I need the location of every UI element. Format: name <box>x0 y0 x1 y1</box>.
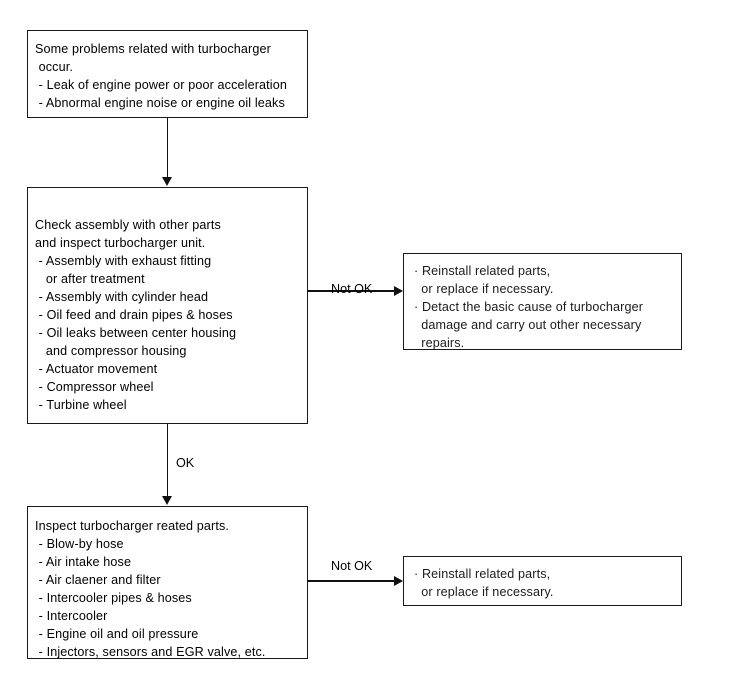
check-line-9: - Actuator movement <box>35 362 158 376</box>
result-upper-line-2: or replace if necessary. <box>414 282 554 296</box>
result-upper-line-1: · Reinstall related parts, <box>414 264 551 278</box>
result-lower-line-1: · Reinstall related parts, <box>414 567 551 581</box>
result-upper-line-3: · Detact the basic cause of turbocharger <box>414 300 644 314</box>
inspect-line-3: - Air intake hose <box>35 555 132 569</box>
connector-check-to-inspect-arrowhead <box>161 496 172 505</box>
node-symptom-text: Some problems related with turbocharger … <box>35 40 303 112</box>
inspect-line-2: - Blow-by hose <box>35 537 124 551</box>
check-line-1: Check assembly with other parts <box>35 218 221 232</box>
node-result-lower-text: · Reinstall related parts, or replace if… <box>414 565 677 601</box>
check-line-3: - Assembly with exhaust fitting <box>35 254 212 268</box>
result-lower-line-2: or replace if necessary. <box>414 585 554 599</box>
inspect-line-7: - Engine oil and oil pressure <box>35 627 199 641</box>
node-inspect-related-text: Inspect turbocharger reated parts. - Blo… <box>35 517 303 661</box>
check-line-2: and inspect turbocharger unit. <box>35 236 206 250</box>
check-line-10: - Compressor wheel <box>35 380 154 394</box>
check-line-6: - Oil feed and drain pipes & hoses <box>35 308 233 322</box>
connector-symptom-to-check-line <box>167 118 169 178</box>
node-inspect-related-box: Inspect turbocharger reated parts. - Blo… <box>27 506 308 659</box>
inspect-line-1: Inspect turbocharger reated parts. <box>35 519 229 533</box>
node-result-upper-box: · Reinstall related parts, or replace if… <box>403 253 682 350</box>
connector-inspect-to-result-arrowhead <box>394 575 403 586</box>
check-line-4: or after treatment <box>35 272 145 286</box>
connector-inspect-to-result-line <box>308 580 395 582</box>
edge-label-ok: OK <box>176 456 195 470</box>
symptom-line-2: occur. <box>35 60 73 74</box>
symptom-line-3: - Leak of engine power or poor accelerat… <box>35 78 287 92</box>
connector-check-to-result-arrowhead <box>394 285 403 296</box>
node-result-upper-text: · Reinstall related parts, or replace if… <box>414 262 677 352</box>
result-upper-line-5: repairs. <box>414 336 465 350</box>
inspect-line-4: - Air claener and filter <box>35 573 161 587</box>
check-line-11: - Turbine wheel <box>35 398 127 412</box>
edge-label-not-ok-lower: Not OK <box>331 559 373 573</box>
node-symptom-box: Some problems related with turbocharger … <box>27 30 308 118</box>
edge-label-not-ok-upper: Not OK <box>331 282 373 296</box>
inspect-line-8: - Injectors, sensors and EGR valve, etc. <box>35 645 266 659</box>
check-line-7: - Oil leaks between center housing <box>35 326 237 340</box>
node-check-assembly-box: Check assembly with other parts and insp… <box>27 187 308 424</box>
result-upper-line-4: damage and carry out other necessary <box>414 318 642 332</box>
connector-symptom-to-check-arrowhead <box>161 177 172 186</box>
symptom-line-1: Some problems related with turbocharger <box>35 42 271 56</box>
check-line-5: - Assembly with cylinder head <box>35 290 209 304</box>
connector-check-to-inspect-line <box>167 424 169 497</box>
symptom-line-4: - Abnormal engine noise or engine oil le… <box>35 96 285 110</box>
node-result-lower-box: · Reinstall related parts, or replace if… <box>403 556 682 606</box>
inspect-line-5: - Intercooler pipes & hoses <box>35 591 192 605</box>
check-line-8: and compressor housing <box>35 344 187 358</box>
connector-check-to-result-line <box>308 290 395 292</box>
node-check-assembly-text: Check assembly with other parts and insp… <box>35 216 303 414</box>
inspect-line-6: - Intercooler <box>35 609 108 623</box>
